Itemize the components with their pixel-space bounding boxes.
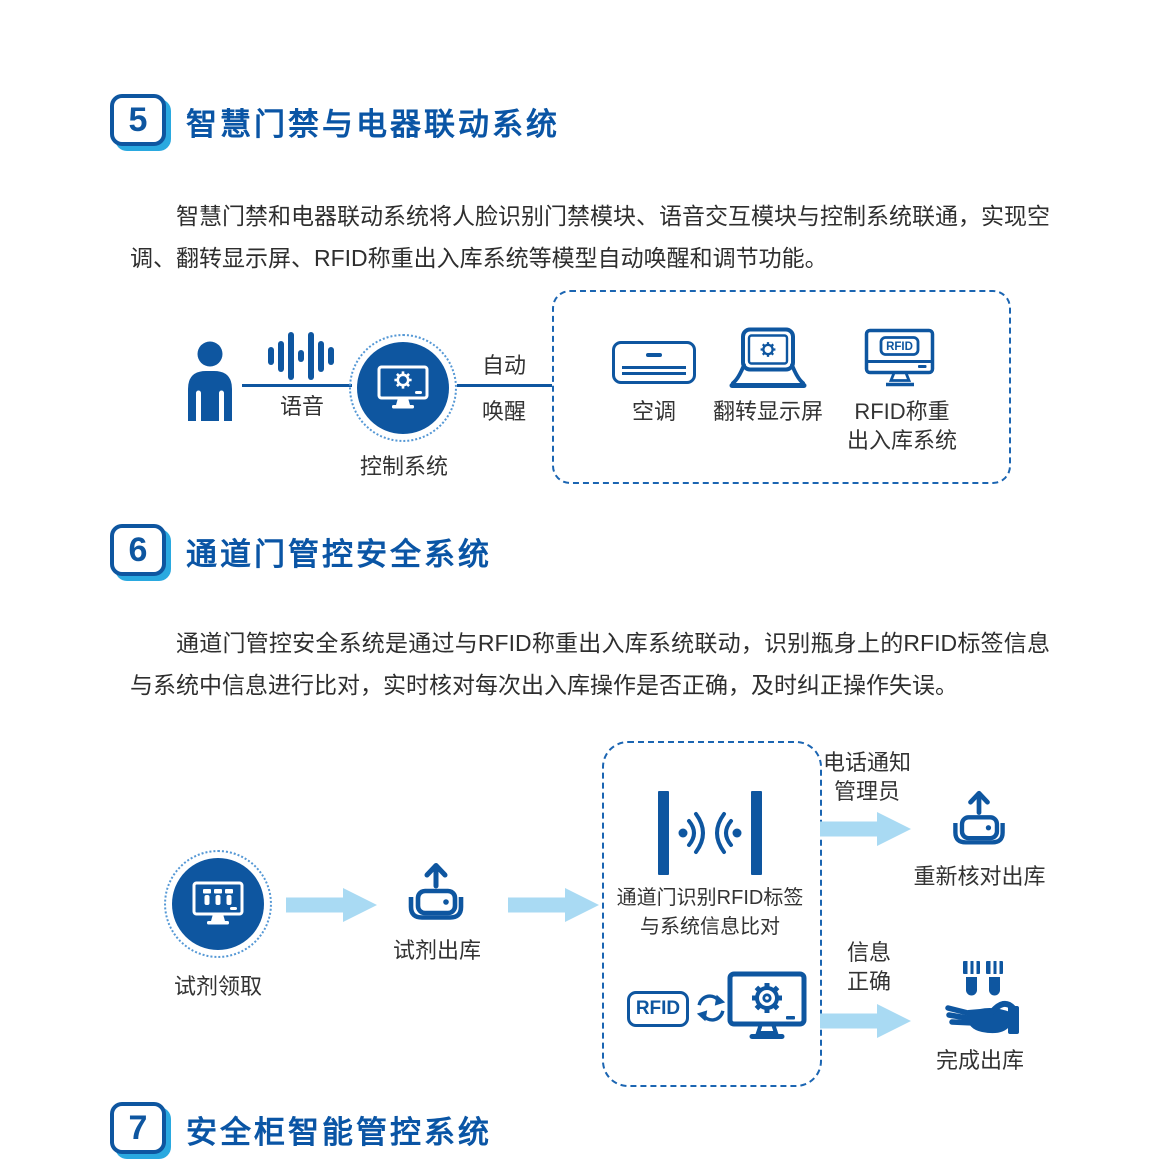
section-6-number: 6 (128, 530, 148, 569)
section-5-badge: 5 (110, 94, 166, 146)
air-conditioner-icon (612, 341, 696, 384)
flow-arrow (820, 811, 912, 847)
rfid-monitor-icon: RFID (864, 328, 936, 390)
rfid-screen-text: RFID (886, 341, 913, 353)
device-group-box (552, 290, 1011, 484)
recheck-tray-icon (947, 789, 1011, 857)
section-7-number: 7 (128, 1108, 148, 1147)
reagent-pickup-disc (172, 858, 264, 950)
section-5-title: 智慧门禁与电器联动系统 (186, 107, 560, 142)
monitor-gear-icon (377, 365, 429, 411)
section-6-title: 通道门管控安全系统 (186, 537, 492, 572)
complete-label: 完成出库 (935, 1048, 1024, 1073)
voice-wave-icon (268, 331, 334, 381)
section-6-paragraph: 通道门管控安全系统是通过与RFID称重出入库系统联动，识别瓶身上的RFID标签信… (130, 630, 1050, 698)
info-correct-label: 信息 正确 (838, 938, 900, 996)
gate-check-label-line1: 通道门识别RFID标签 (616, 887, 804, 909)
reagent-pickup-node (164, 850, 272, 958)
notify-admin-label: 电话通知 管理员 (822, 748, 912, 806)
flip-display-label: 翻转显示屏 (712, 399, 823, 424)
reagent-pickup-label: 试剂领取 (173, 974, 262, 999)
voice-label: 语音 (279, 394, 324, 419)
notify-admin-line2: 管理员 (833, 779, 900, 804)
rfid-tag-icon: RFID (627, 991, 689, 1027)
control-system-label: 控制系统 (359, 454, 448, 479)
flip-display-icon (729, 327, 807, 391)
sync-icon (694, 992, 728, 1024)
section-7-title: 安全柜智能管控系统 (186, 1115, 492, 1150)
section-5-number: 5 (128, 100, 148, 139)
rfid-system-label-line2: 出入库系统 (846, 428, 957, 453)
recheck-label: 重新核对出库 (913, 864, 1046, 889)
gate-check-label: 通道门识别RFID标签 与系统信息比对 (606, 884, 814, 942)
flow-arrow (508, 887, 600, 923)
person-icon (183, 341, 237, 421)
flow-arrow (820, 1003, 912, 1039)
hand-tubes-icon (944, 960, 1020, 1038)
outbound-tray-icon (404, 861, 468, 933)
info-correct-line2: 正确 (846, 969, 891, 994)
gate-check-label-line2: 与系统信息比对 (640, 916, 780, 938)
section-6-badge: 6 (110, 524, 166, 576)
air-conditioner-label: 空调 (631, 399, 676, 424)
info-correct-line1: 信息 (846, 940, 891, 965)
section-5-paragraph: 智慧门禁和电器联动系统将人脸识别门禁模块、语音交互模块与控制系统联通，实现空调、… (130, 203, 1050, 271)
monitor-tubes-icon (192, 881, 244, 927)
auto-wake-label-1: 自动 (481, 353, 526, 378)
rfid-tag-text: RFID (635, 998, 681, 1019)
control-system-disc (357, 342, 449, 434)
connector-line (242, 384, 352, 387)
gate-check-box (602, 741, 822, 1087)
rfid-system-label: RFID称重 出入库系统 (840, 397, 964, 455)
connector-line (457, 384, 552, 387)
control-system-node (349, 334, 457, 442)
section-7-badge: 7 (110, 1102, 166, 1154)
auto-wake-label-2: 唤醒 (481, 399, 526, 424)
flow-arrow (286, 887, 378, 923)
channel-gate-icon (658, 791, 762, 875)
reagent-outbound-label: 试剂出库 (392, 938, 481, 963)
rfid-system-label-line1: RFID称重 (854, 399, 950, 424)
system-monitor-gear-icon (727, 971, 807, 1049)
notify-admin-line1: 电话通知 (822, 750, 911, 775)
